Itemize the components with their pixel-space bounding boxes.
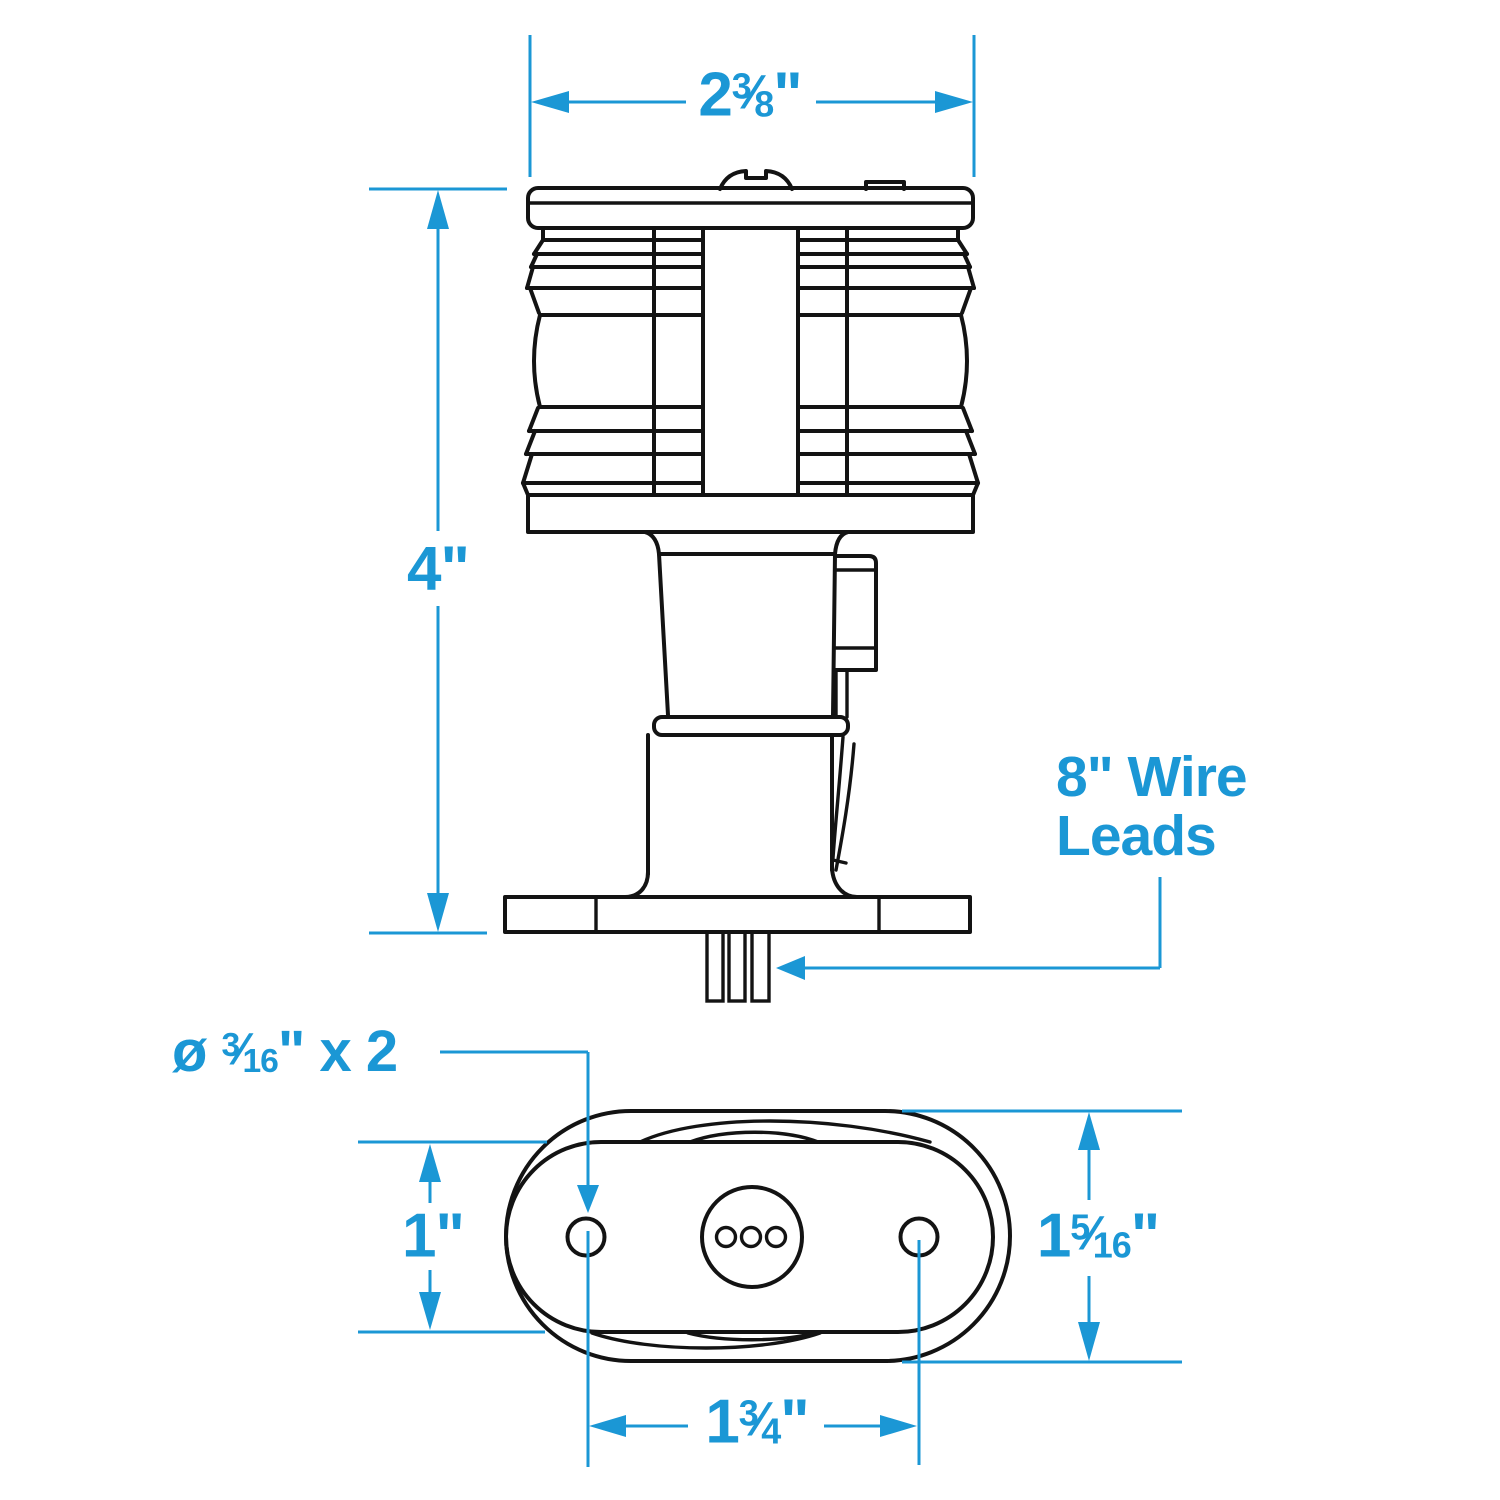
dim-suffix: " x 2 <box>277 1019 398 1084</box>
base-flare-right <box>830 866 859 899</box>
fraction-numerator: 3 <box>221 1026 241 1064</box>
height-dimension-label: 4" <box>407 534 470 604</box>
collar-arc-bottom <box>686 1331 816 1342</box>
arrow-up-icon <box>419 1144 441 1182</box>
fraction-denominator: 8 <box>754 83 774 125</box>
left-louver-stack <box>521 226 705 497</box>
arrow-left-icon <box>589 1415 626 1437</box>
screw-dome <box>718 169 794 191</box>
fraction-denominator: 16 <box>1092 1224 1132 1266</box>
fraction-numerator: 3 <box>731 65 752 107</box>
wire-conduit <box>831 735 856 872</box>
hole-callout-leader <box>440 1050 921 1467</box>
dim-hole-spacing-1-3-4 <box>589 1415 917 1437</box>
fraction-slash: ⁄ <box>749 65 757 120</box>
right-louver-stack <box>796 226 980 497</box>
dim-suffix: " <box>773 60 802 130</box>
arrow-left-icon <box>776 956 805 980</box>
dim-overall-1-5-16 <box>902 1109 1182 1364</box>
top-tab <box>864 180 906 191</box>
wire-hole <box>739 1225 763 1249</box>
center-boss <box>700 1185 804 1289</box>
neck-stem <box>643 530 850 717</box>
dim-suffix: " <box>780 1387 809 1457</box>
arrow-down-icon <box>427 893 449 932</box>
width-dimension-label: 23⁄8" <box>698 60 802 131</box>
bottom-view-drawing <box>504 1109 1012 1363</box>
wire-hole <box>714 1225 738 1249</box>
wire-hole <box>764 1225 788 1249</box>
collar-arc-top <box>688 1130 820 1144</box>
fraction-denominator: 4 <box>761 1410 781 1452</box>
arrow-down-icon <box>419 1292 441 1330</box>
arrow-down-icon <box>1078 1322 1100 1361</box>
dim-base-height-1 <box>358 1140 547 1334</box>
arrow-up-icon <box>427 190 449 229</box>
arrow-up-icon <box>1078 1112 1100 1150</box>
lamp-bottom-cap <box>526 493 975 534</box>
dim-suffix: " <box>1130 1201 1160 1271</box>
base-flare-left <box>623 870 650 899</box>
wire-leads-label: 8" Wire Leads <box>1056 745 1248 868</box>
arrow-right-icon <box>880 1415 917 1437</box>
dim-width-2-3-8 <box>528 35 976 177</box>
mount-hole-left <box>565 1216 607 1258</box>
mount-flange <box>503 895 972 934</box>
fraction-slash: ⁄ <box>756 1392 764 1447</box>
hole-diameter-callout: ø 3⁄16" x 2 <box>172 1018 398 1085</box>
fraction-denominator: 16 <box>242 1042 278 1080</box>
base-height-dimension-label: 1" <box>402 1201 465 1271</box>
wire-leads-line2: Leads <box>1056 803 1217 868</box>
body-arc-bottom <box>590 1331 822 1350</box>
wire-leads-line1: 8" Wire <box>1056 745 1248 809</box>
arrow-down-icon <box>577 1185 599 1213</box>
dim-height-4 <box>369 187 507 935</box>
side-view-drawing <box>503 169 980 1003</box>
wire-leads-leader <box>776 877 1162 980</box>
arrow-right-icon <box>935 91 973 113</box>
dim-prefix: ø <box>172 1019 222 1084</box>
fraction-numerator: 3 <box>738 1392 759 1434</box>
lamp-top-cap <box>526 186 975 230</box>
collar <box>652 715 850 737</box>
hole-spacing-dimension-label: 13⁄4" <box>705 1387 809 1458</box>
base-plate-outline <box>504 1140 995 1334</box>
fraction-slash: ⁄ <box>237 1023 246 1075</box>
body-arc-top <box>638 1119 932 1144</box>
wire-leads <box>705 930 771 1003</box>
dim-whole: 1 <box>1036 1201 1071 1271</box>
side-bracket <box>832 554 878 719</box>
fraction-numerator: 5 <box>1070 1206 1090 1248</box>
dim-whole: 2 <box>698 60 732 130</box>
arrow-left-icon <box>531 91 569 113</box>
fraction-slash: ⁄ <box>1087 1206 1096 1261</box>
dim-whole: 1 <box>705 1387 739 1457</box>
overall-width-dimension-label: 15⁄16" <box>1036 1201 1160 1272</box>
